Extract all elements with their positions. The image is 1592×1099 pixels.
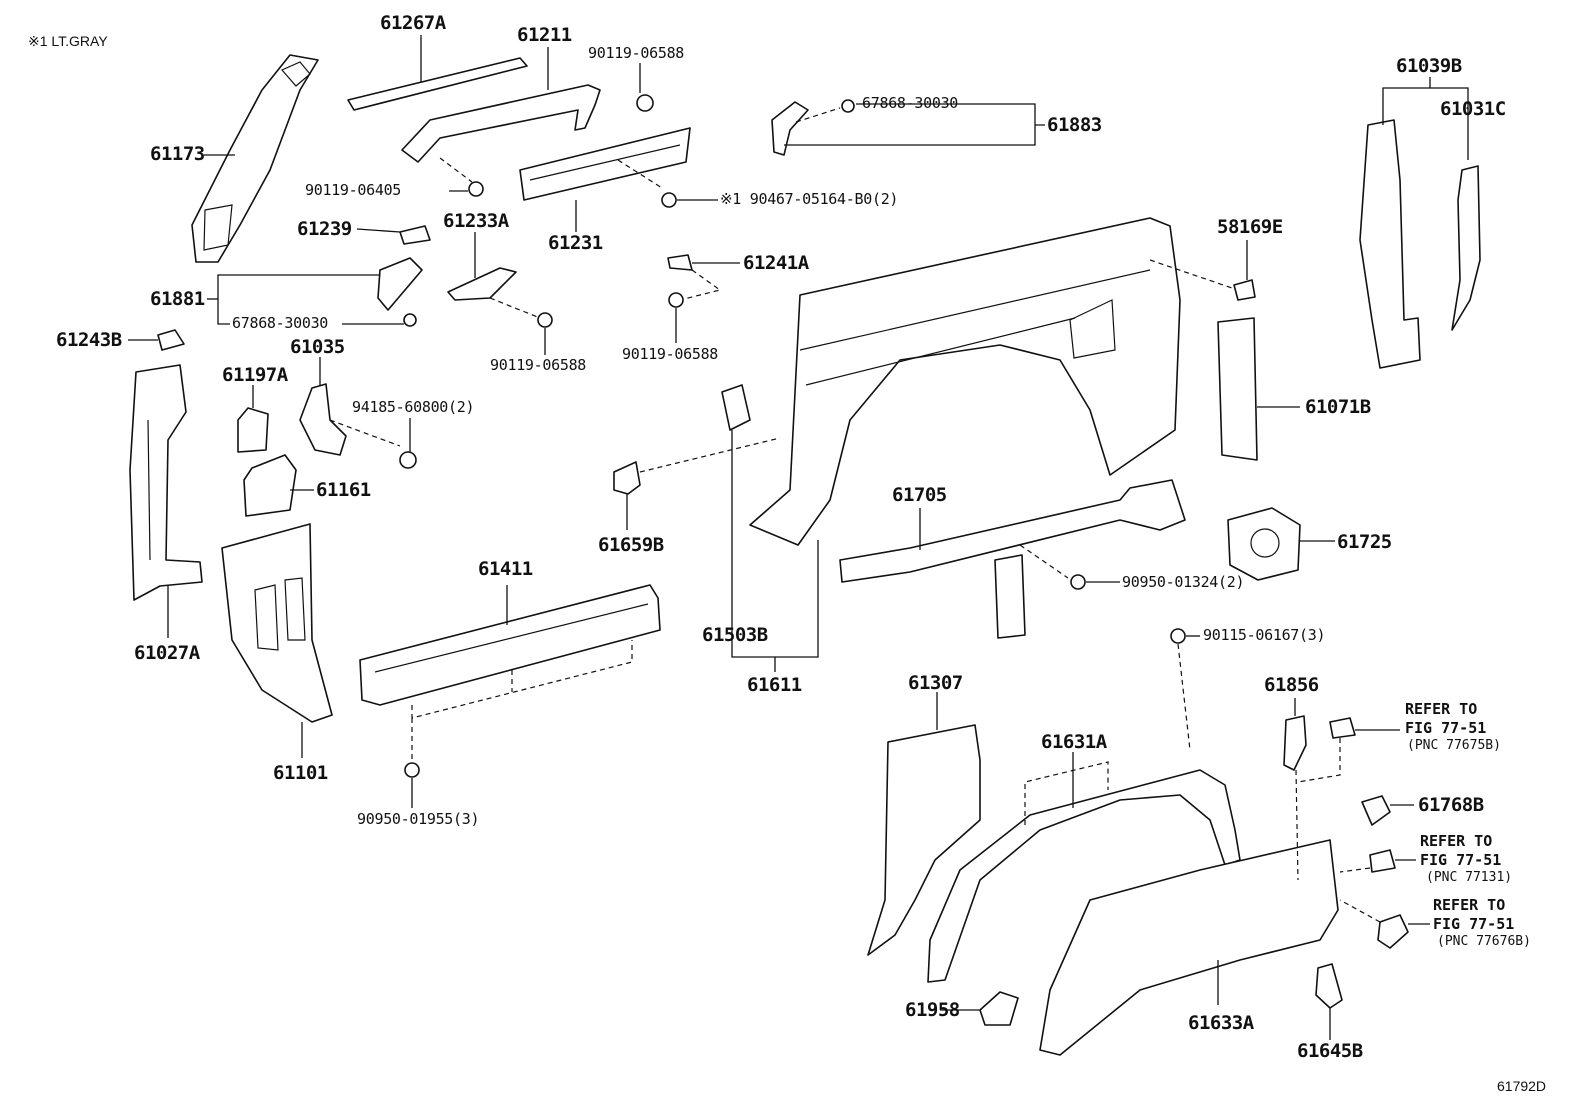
part-61645B-drawing[interactable] [1315,963,1343,1009]
refer-pnc: (PNC 77676B) [1437,933,1531,949]
label-61611[interactable]: 61611 [747,674,802,696]
label-61883[interactable]: 61883 [1047,114,1102,136]
label-61768B[interactable]: 61768B [1418,794,1484,816]
part-61071B-drawing[interactable] [1217,317,1258,461]
label-58169E[interactable]: 58169E [1217,216,1283,238]
part-61856-drawing[interactable] [1283,715,1307,771]
part-61241A-drawing[interactable] [667,254,693,271]
part-61173-drawing[interactable] [191,54,319,263]
label-61705[interactable]: 61705 [892,484,947,506]
label-90119-06588-mid[interactable]: 90119-06588 [490,356,587,374]
label-61856[interactable]: 61856 [1264,674,1319,696]
label-90467[interactable]: ※1 90467-05164-B0(2) [720,190,899,208]
color-note: ※1 LT.GRAY [28,33,108,49]
part-61035-drawing[interactable] [299,383,347,456]
label-90119-06588-right[interactable]: 90119-06588 [622,345,719,363]
part-61611-drawing[interactable] [749,217,1181,546]
label-61267A[interactable]: 61267A [380,12,446,34]
refer-pnc: (PNC 77675B) [1407,737,1501,753]
refer-line-2: FIG 77-51 [1420,850,1502,869]
part-61631A-drawing[interactable] [927,769,1241,983]
part-61725-drawing[interactable] [1227,507,1301,581]
label-61241A[interactable]: 61241A [743,252,809,274]
bolt-90115-drawing[interactable] [1170,628,1186,644]
label-61071B[interactable]: 61071B [1305,396,1371,418]
part-61411-drawing[interactable] [359,584,661,706]
refer-line-2: FIG 77-51 [1433,914,1515,933]
part-61659B-drawing[interactable] [613,461,641,495]
label-61161[interactable]: 61161 [316,479,371,501]
label-67868-30030-top[interactable]: 67868-30030 [862,94,959,112]
part-58169E-drawing[interactable] [1233,279,1256,301]
refer-line-2: FIG 77-51 [1405,718,1487,737]
part-61231-drawing[interactable] [519,127,691,201]
part-61027A-drawing[interactable] [129,364,203,601]
refer-to-77131[interactable]: REFER TO FIG 77-51 (PNC 77131) [1420,832,1512,886]
part-61881-drawing[interactable] [377,257,423,311]
label-61659B[interactable]: 61659B [598,534,664,556]
label-61211[interactable]: 61211 [517,24,572,46]
part-61633A-drawing[interactable] [1039,839,1339,1056]
label-61039B[interactable]: 61039B [1396,55,1462,77]
ref-77131-drawing[interactable] [1369,849,1396,873]
refer-line-1: REFER TO [1420,832,1493,850]
part-61039B-drawing[interactable] [1359,119,1421,369]
ref-77676B-drawing[interactable] [1377,914,1409,949]
part-61161-drawing[interactable] [243,454,297,517]
part-61239-drawing[interactable] [399,225,431,245]
label-67868-30030-left[interactable]: 67868-30030 [232,314,329,332]
refer-to-77676B[interactable]: REFER TO FIG 77-51 (PNC 77676B) [1433,896,1531,950]
refer-to-77675B[interactable]: REFER TO FIG 77-51 (PNC 77675B) [1405,700,1501,754]
part-61883-drawing[interactable] [771,101,809,156]
label-61027A[interactable]: 61027A [134,642,200,664]
refer-pnc: (PNC 77131) [1426,869,1513,885]
label-90119-06405[interactable]: 90119-06405 [305,181,402,199]
part-61243B-drawing[interactable] [157,329,185,351]
label-61725[interactable]: 61725 [1337,531,1392,553]
part-61233A-drawing[interactable] [447,267,517,301]
label-61307[interactable]: 61307 [908,672,963,694]
bolt-06405-drawing[interactable] [468,181,484,197]
figure-id: 61792D [1497,1078,1547,1094]
label-90950-01955[interactable]: 90950-01955(3) [357,810,480,828]
label-61631A[interactable]: 61631A [1041,731,1107,753]
bolt-top-drawing[interactable] [636,94,654,112]
label-61503B[interactable]: 61503B [702,624,768,646]
label-61231[interactable]: 61231 [548,232,603,254]
part-61768B-drawing[interactable] [1361,795,1391,826]
label-61035[interactable]: 61035 [290,336,345,358]
label-61101[interactable]: 61101 [273,762,328,784]
part-61267A-drawing[interactable] [347,57,528,111]
label-61881[interactable]: 61881 [150,288,205,310]
label-90115-06167[interactable]: 90115-06167(3) [1203,626,1326,644]
label-61173[interactable]: 61173 [150,143,205,165]
refer-line-1: REFER TO [1405,700,1478,718]
ref-77675B-drawing[interactable] [1329,717,1356,739]
part-61211-drawing[interactable] [401,84,601,163]
part-61197A-drawing[interactable] [237,407,269,453]
label-90950-01324[interactable]: 90950-01324(2) [1122,573,1245,591]
part-61705-drawing[interactable] [839,479,1186,639]
part-61958-drawing[interactable] [979,991,1019,1026]
part-61101-drawing[interactable] [221,523,333,723]
label-61645B[interactable]: 61645B [1297,1040,1363,1062]
label-61031C[interactable]: 61031C [1440,98,1506,120]
label-94185[interactable]: 94185-60800(2) [352,398,475,416]
label-61239[interactable]: 61239 [297,218,352,240]
part-61307-drawing[interactable] [867,724,981,956]
part-61503B-drawing[interactable] [721,384,751,431]
label-61197A[interactable]: 61197A [222,364,288,386]
label-61958[interactable]: 61958 [905,999,960,1021]
label-61411[interactable]: 61411 [478,558,533,580]
refer-line-1: REFER TO [1433,896,1506,914]
label-61243B[interactable]: 61243B [56,329,122,351]
part-61031C-drawing[interactable] [1451,165,1481,331]
label-90119-06588-top[interactable]: 90119-06588 [588,44,685,62]
label-61233A[interactable]: 61233A [443,210,509,232]
label-61633A[interactable]: 61633A [1188,1012,1254,1034]
